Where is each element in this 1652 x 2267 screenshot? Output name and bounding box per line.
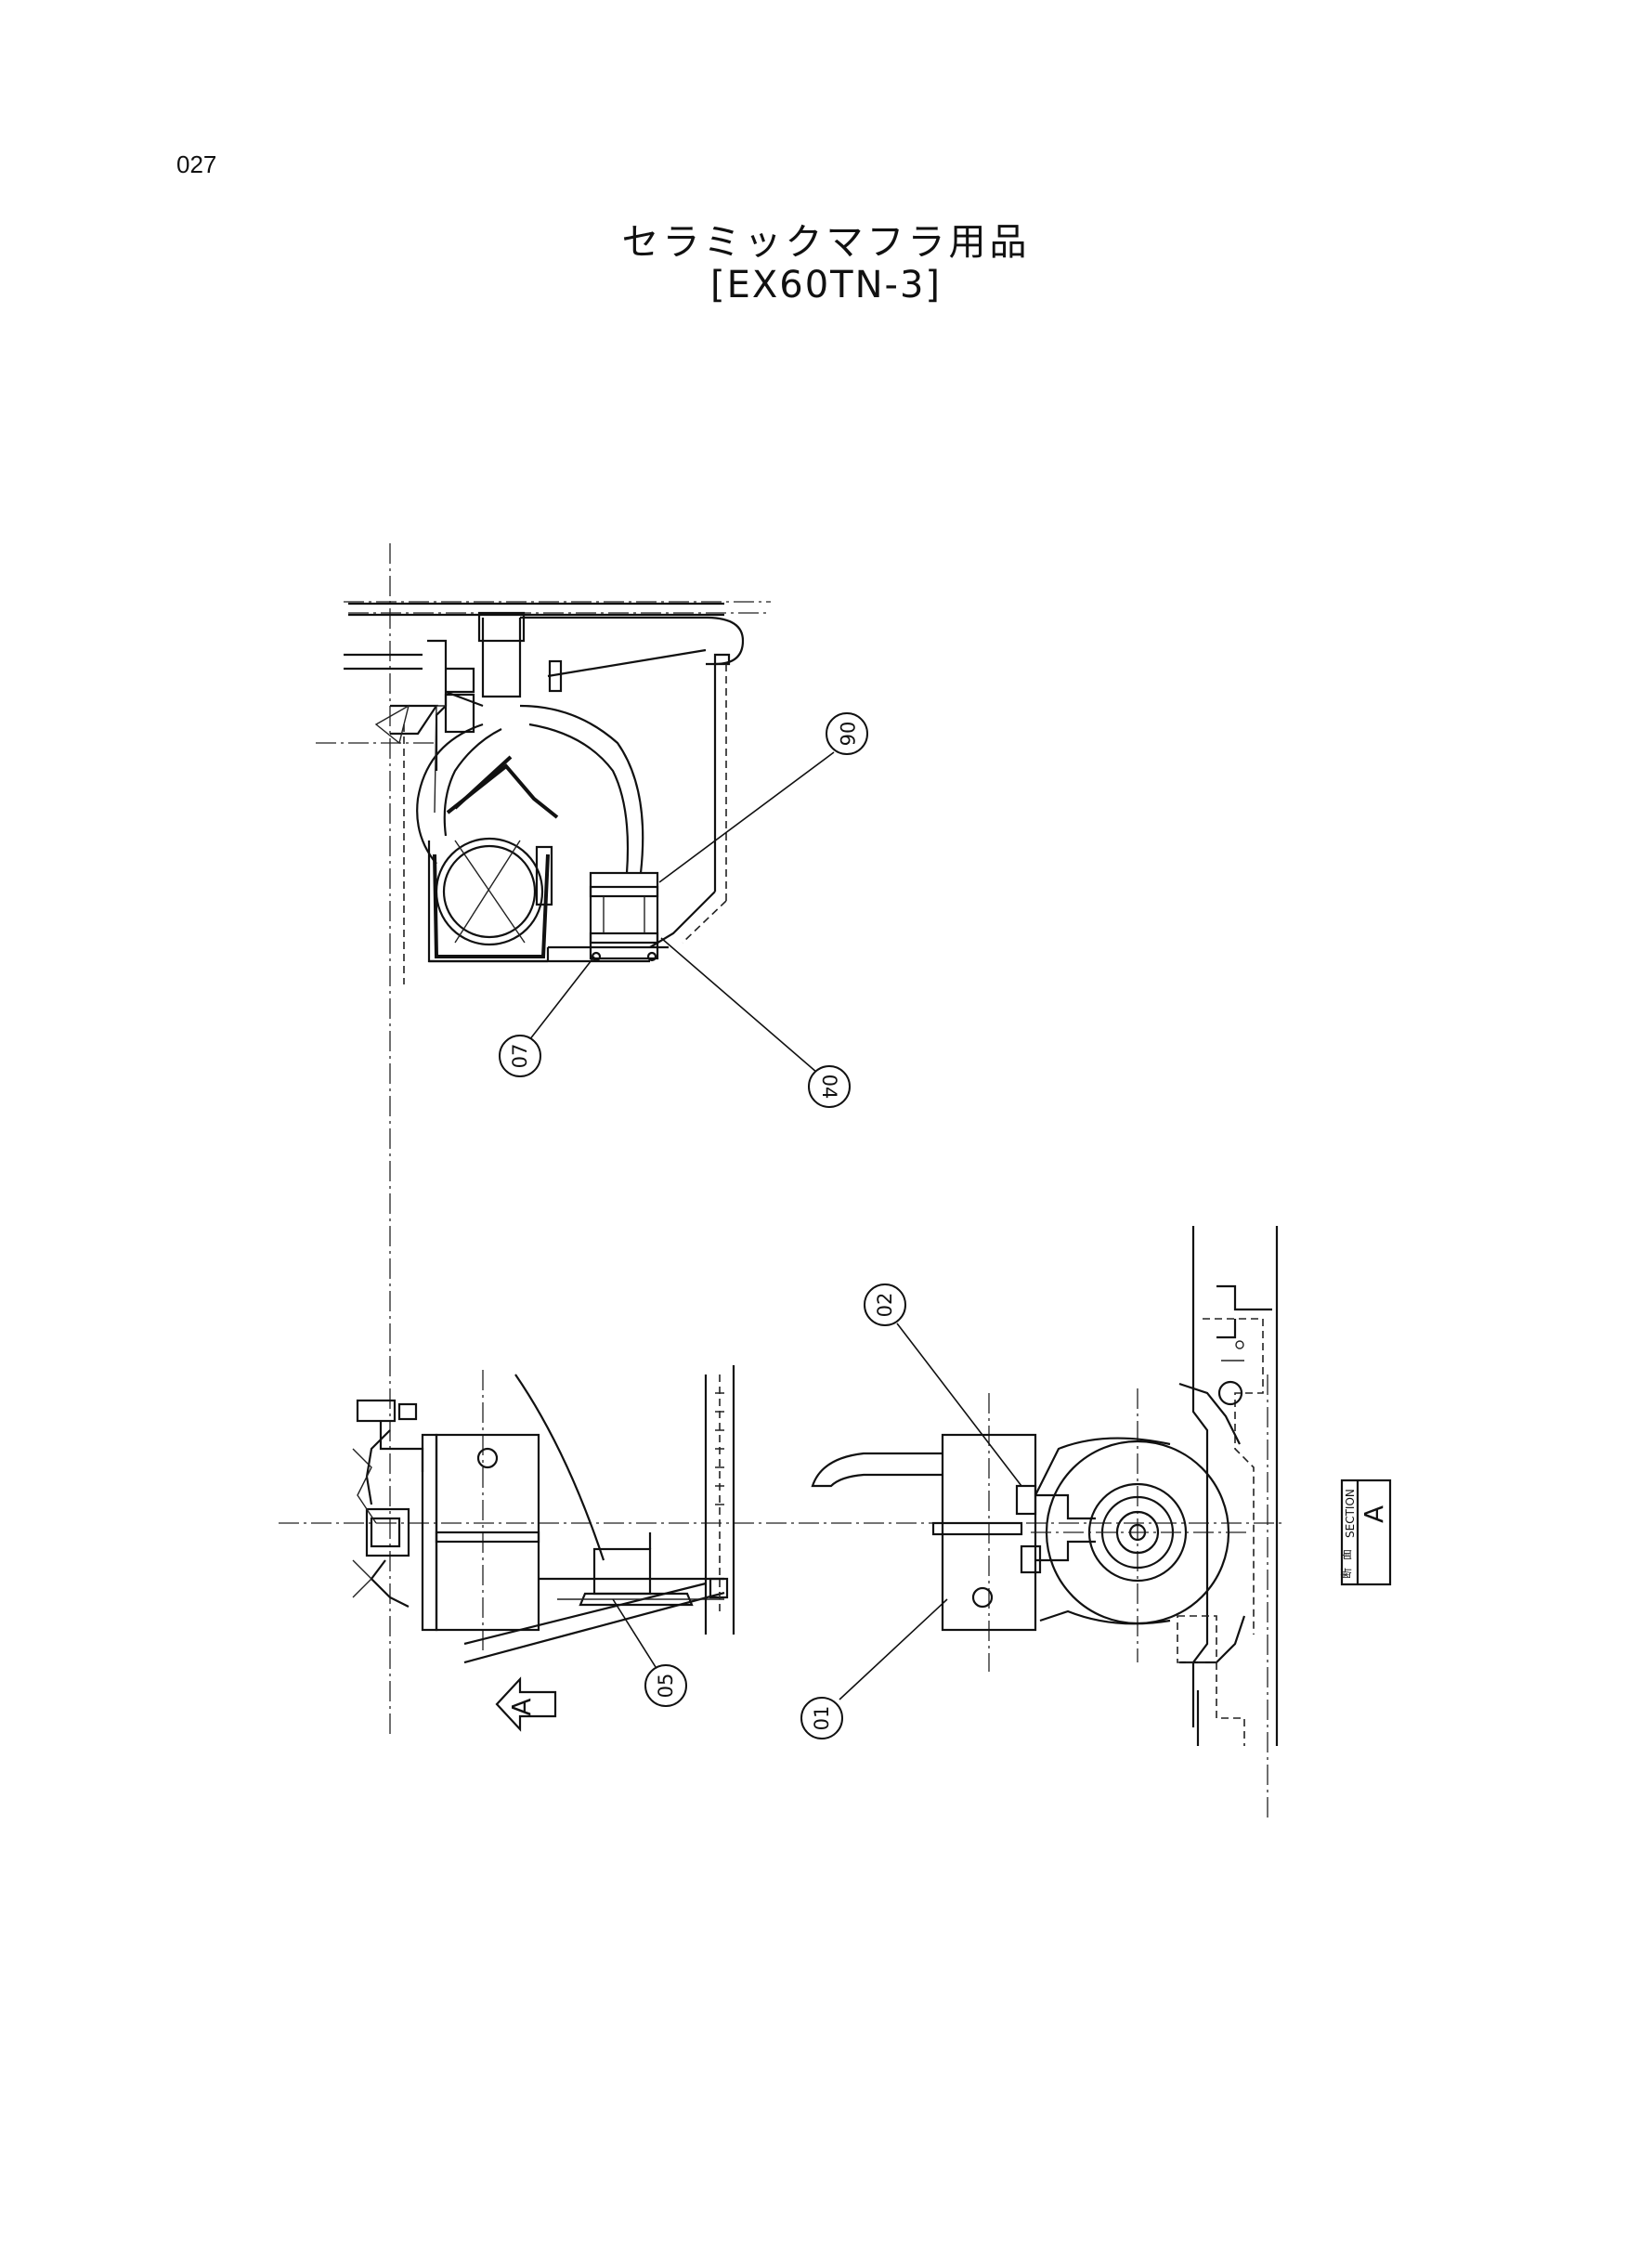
callout-06: 06 — [826, 712, 868, 755]
lower-left-drawing — [279, 1365, 1281, 1732]
page-number: 027 — [176, 150, 217, 178]
callout-label: 05 — [655, 1674, 677, 1699]
callout-04: 04 — [808, 1065, 851, 1108]
section-a-box — [1340, 1479, 1392, 1586]
model-code: [EX60TN-3] — [709, 264, 943, 306]
callout-01: 01 — [800, 1697, 843, 1739]
callout-label: 07 — [509, 1044, 531, 1069]
section-kanji-bottom: 面 — [1340, 1549, 1353, 1560]
lower-right-drawing — [811, 1226, 1279, 1820]
section-english-label: SECTION — [1344, 1489, 1357, 1538]
upper-assembly-drawing — [316, 543, 771, 1737]
section-letter: A — [1359, 1505, 1389, 1523]
callout-leaders — [528, 751, 1022, 1700]
section-kanji-top: 断 — [1339, 1568, 1353, 1579]
view-arrow-label: A — [506, 1698, 537, 1715]
callout-07: 07 — [499, 1035, 541, 1077]
callout-02: 02 — [864, 1283, 906, 1326]
callout-label: 04 — [818, 1075, 840, 1100]
page-title: セラミックマフラ用品 — [621, 221, 1031, 264]
callout-label: 01 — [811, 1706, 833, 1731]
callout-label: 02 — [874, 1293, 896, 1318]
callout-label: 06 — [836, 722, 858, 747]
callout-05: 05 — [644, 1664, 687, 1707]
